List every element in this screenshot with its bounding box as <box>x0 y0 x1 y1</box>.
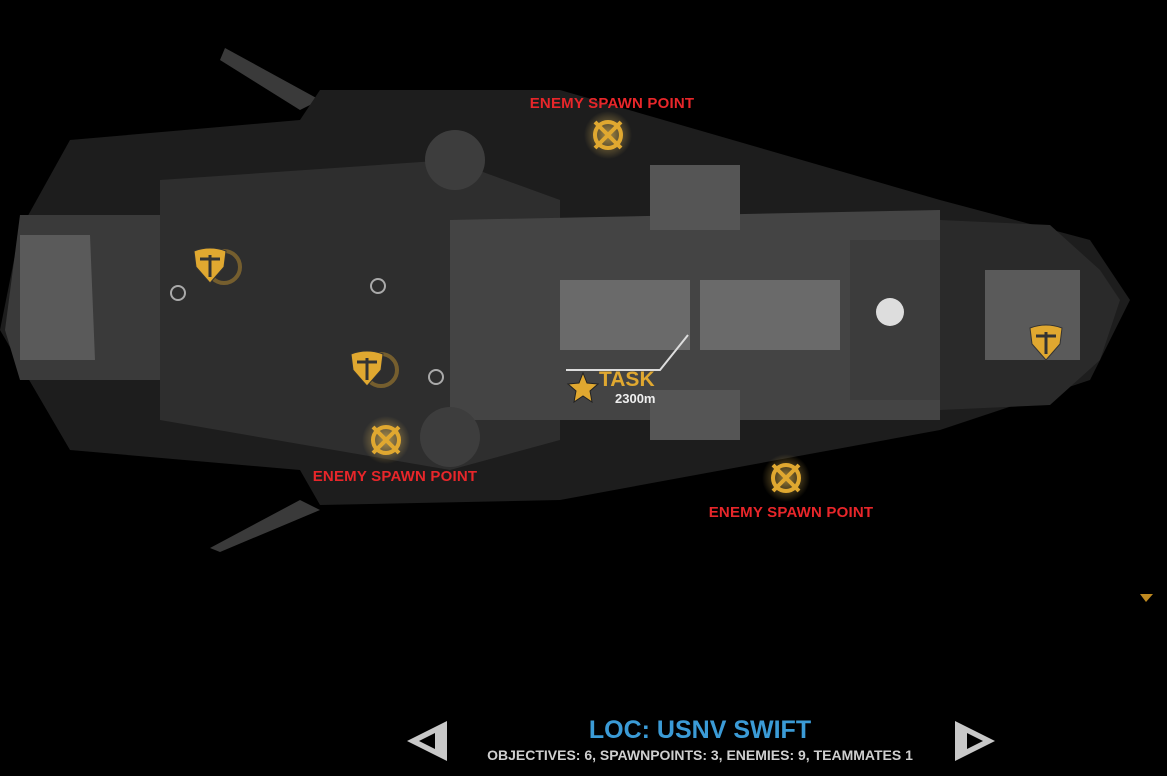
shield-icon[interactable] <box>350 350 399 388</box>
scroll-indicator-icon <box>1140 594 1153 602</box>
spawn-crosshair-icon[interactable] <box>762 454 810 502</box>
prev-location-button[interactable] <box>405 719 449 763</box>
shield-icon[interactable] <box>193 247 242 285</box>
spawn-label: ENEMY SPAWN POINT <box>708 504 874 521</box>
star-icon[interactable] <box>566 371 600 404</box>
spawn-label: ENEMY SPAWN POINT <box>529 95 695 112</box>
next-location-button[interactable] <box>953 719 997 763</box>
location-title: LOC: USNV SWIFT <box>588 716 812 744</box>
spawn-label: ENEMY SPAWN POINT <box>312 468 478 485</box>
spawn-crosshair-icon[interactable] <box>584 111 632 159</box>
spawn-crosshair-icon[interactable] <box>362 416 410 464</box>
task-distance: 2300m <box>615 391 656 406</box>
shield-icon[interactable] <box>1029 324 1063 361</box>
location-stats: OBJECTIVES: 6, SPAWNPOINTS: 3, ENEMIES: … <box>487 747 913 763</box>
task-label: TASK <box>599 368 655 391</box>
ship-hull <box>0 48 1130 552</box>
